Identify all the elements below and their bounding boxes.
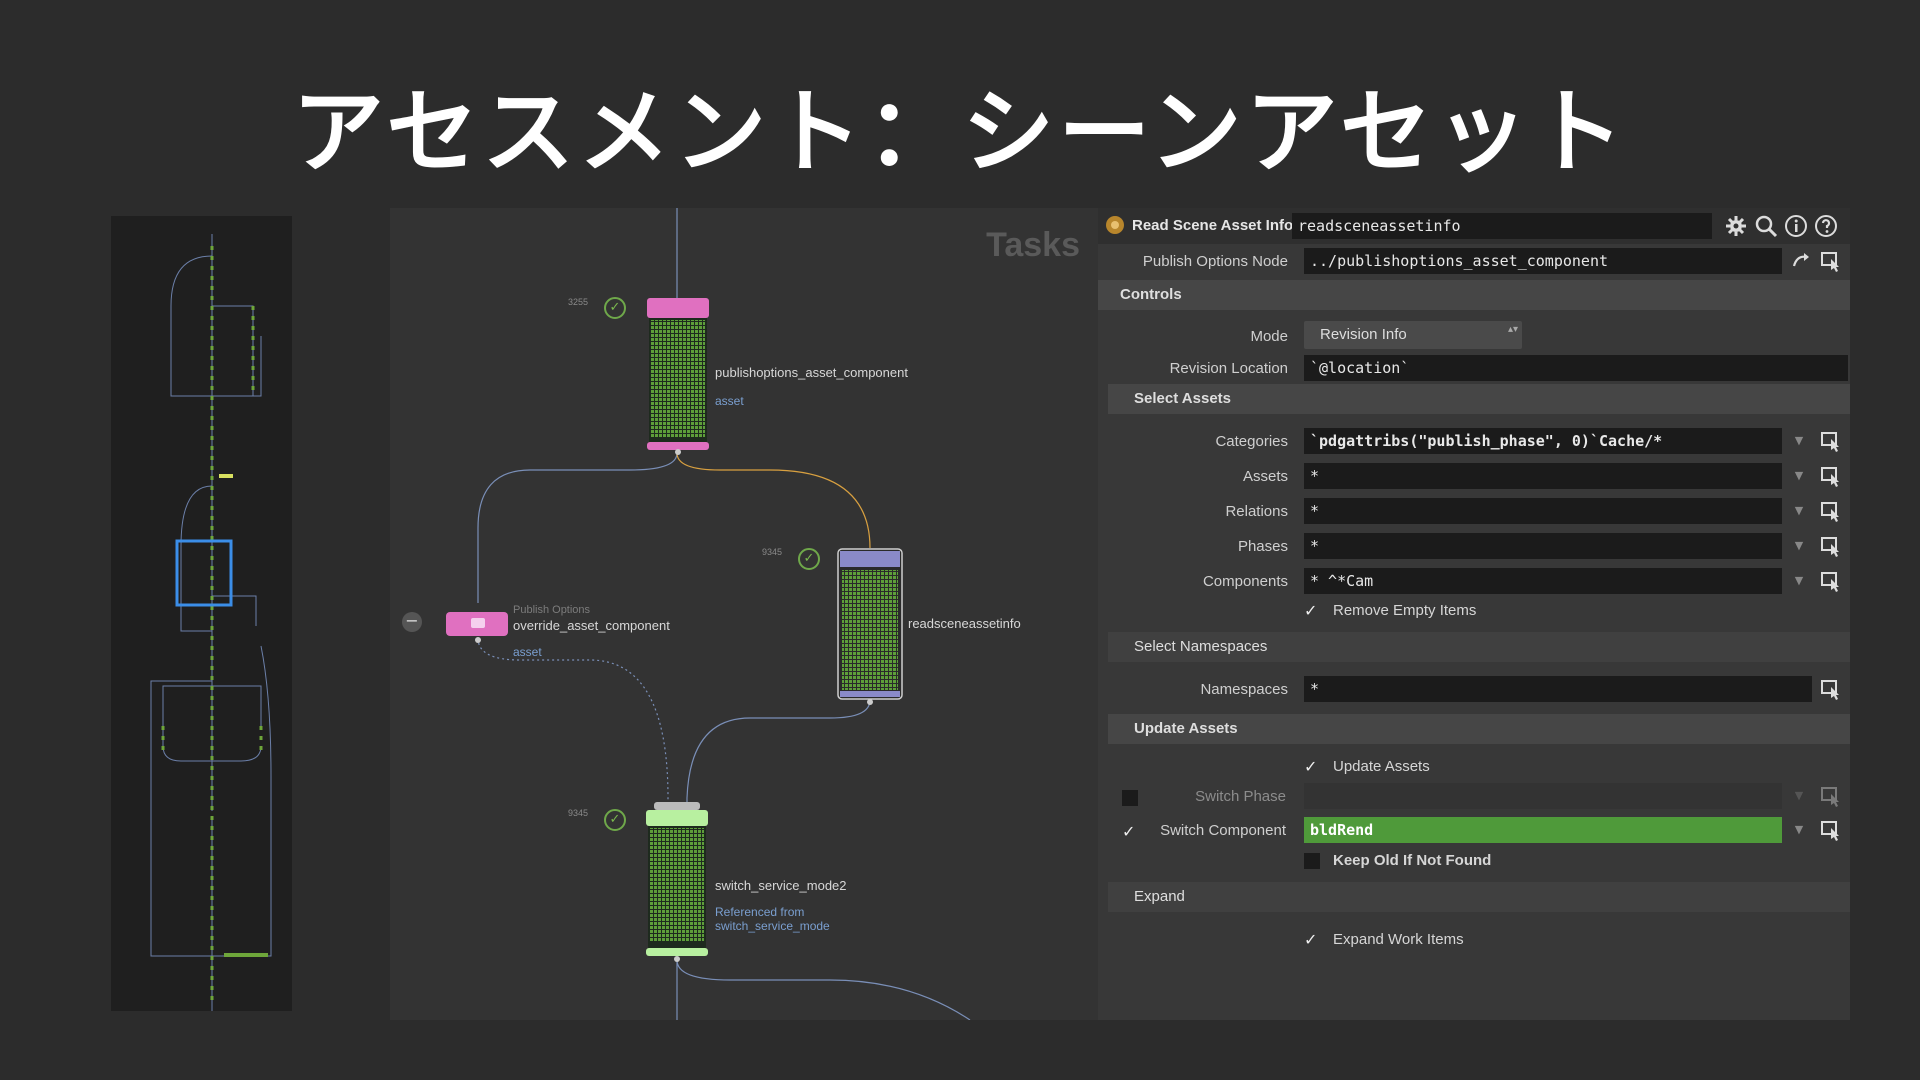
gear-icon[interactable] [1724,214,1748,238]
revision-location-label: Revision Location [1169,360,1288,377]
categories-label: Categories [1215,433,1288,450]
switch-component-dropdown-icon[interactable]: ▼ [1794,823,1804,836]
remove-empty-label: Remove Empty Items [1333,602,1477,619]
switch-component-field[interactable]: bldRend [1304,817,1782,843]
node-publishoptions-asset-component[interactable] [647,298,711,456]
phases-dropdown-icon[interactable]: ▼ [1794,539,1804,552]
expand-section[interactable]: Expand [1108,882,1850,912]
jump-icon[interactable] [1791,250,1813,272]
expand-work-items-label: Expand Work Items [1333,931,1464,948]
node-label: publishoptions_asset_component [715,365,908,380]
node-work-item-count: 3255 [568,297,589,307]
pick-icon[interactable] [1820,785,1842,807]
select-assets-section[interactable]: Select Assets [1108,384,1850,414]
assets-dropdown-icon[interactable]: ▼ [1794,469,1804,482]
expand-work-items-checkbox[interactable]: ✓ [1304,930,1318,949]
switch-component-label: Switch Component [1160,822,1286,839]
search-icon[interactable] [1754,214,1778,238]
node-sublabel: asset [715,394,744,408]
node-sublabel: Referenced from [715,905,805,919]
keep-old-label: Keep Old If Not Found [1333,852,1492,869]
components-label: Components [1202,573,1288,590]
node-type-label: Read Scene Asset Info [1132,217,1294,234]
mode-dropdown-value: Revision Info [1320,326,1407,343]
graph-wires [477,208,971,1020]
node-work-item-count: 9345 [762,547,783,557]
switch-phase-dropdown-icon[interactable]: ▼ [1794,789,1804,802]
revision-location-field[interactable]: `@location` [1304,355,1848,381]
components-field[interactable]: * ^*Cam [1304,568,1782,594]
node-readsceneassetinfo[interactable] [837,548,905,708]
switch-component-toggle[interactable]: ✓ [1122,822,1136,841]
node-work-item-count: 9345 [568,808,589,818]
publish-options-field[interactable]: ../publishoptions_asset_component [1304,248,1782,274]
node-label: override_asset_component [513,618,670,633]
namespaces-field[interactable]: * [1304,676,1812,702]
phases-field[interactable]: * [1304,533,1782,559]
node-type-icon [1106,216,1124,234]
cook-status-icon: ✓ [798,548,820,570]
cook-status-icon: ✓ [604,809,626,831]
namespaces-label: Namespaces [1200,681,1288,698]
node-name-field[interactable]: readsceneassetinfo [1292,213,1712,239]
categories-dropdown-icon[interactable]: ▼ [1794,434,1804,447]
mode-label: Mode [1250,328,1288,345]
switch-phase-toggle[interactable] [1122,790,1138,806]
update-assets-section[interactable]: Update Assets [1108,714,1850,744]
node-caption: Publish Options [513,604,591,616]
node-override-asset-component[interactable] [445,610,511,644]
cook-status-icon: ✓ [604,297,626,319]
controls-section[interactable]: Controls [1098,280,1850,310]
node-switch-service-mode2[interactable] [646,802,710,964]
pick-icon[interactable] [1820,819,1842,841]
assets-field[interactable]: * [1304,463,1782,489]
switch-phase-label: Switch Phase [1195,788,1286,805]
slide-title: アセスメント：シーンアセット [292,79,1628,186]
mode-dropdown[interactable]: Revision Info ▴▾ [1304,321,1522,349]
update-assets-checkbox[interactable]: ✓ [1304,757,1318,776]
components-dropdown-icon[interactable]: ▼ [1794,574,1804,587]
remove-empty-checkbox[interactable]: ✓ [1304,601,1318,620]
collapse-button[interactable]: − [402,612,422,632]
pick-icon[interactable] [1820,678,1842,700]
select-namespaces-section[interactable]: Select Namespaces [1108,632,1850,662]
node-sublabel: switch_service_mode [715,919,830,933]
pick-icon[interactable] [1820,465,1842,487]
pick-icon[interactable] [1820,500,1842,522]
relations-dropdown-icon[interactable]: ▼ [1794,504,1804,517]
tasks-watermark: Tasks [986,226,1080,264]
pick-icon[interactable] [1820,570,1842,592]
relations-label: Relations [1225,503,1288,520]
publish-options-label: Publish Options Node [1142,253,1288,270]
parameter-panel: Read Scene Asset Info readsceneassetinfo… [1098,208,1850,1020]
phases-label: Phases [1237,538,1288,555]
spinner-icon: ▴▾ [1508,324,1519,335]
info-icon[interactable] [1784,214,1808,238]
network-minimap[interactable] [111,216,292,1011]
categories-field[interactable]: `pdgattribs("publish_phase", 0)`Cache/* [1304,428,1782,454]
node-sublabel: asset [513,645,542,659]
panel-header: Read Scene Asset Info readsceneassetinfo [1098,208,1850,244]
pick-icon[interactable] [1820,430,1842,452]
assets-label: Assets [1242,468,1288,485]
update-assets-label: Update Assets [1333,758,1430,775]
task-graph-view[interactable]: Tasks 3255 ✓ publishoptions_asset_compon… [390,208,1098,1020]
node-label: switch_service_mode2 [715,878,847,893]
node-label: readsceneassetinfo [908,616,1021,631]
relations-field[interactable]: * [1304,498,1782,524]
pick-icon[interactable] [1820,535,1842,557]
help-icon[interactable] [1814,214,1838,238]
pick-icon[interactable] [1820,250,1842,272]
switch-phase-field[interactable] [1304,783,1782,809]
minimap-graph [150,234,272,1011]
keep-old-checkbox[interactable] [1304,853,1320,869]
